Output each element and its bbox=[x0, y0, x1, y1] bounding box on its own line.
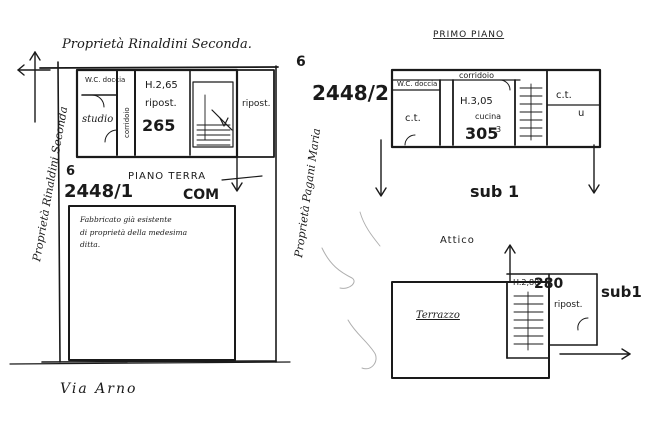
sub-label: sub1 bbox=[601, 283, 642, 301]
parcel-number: 2448/1 bbox=[64, 181, 133, 202]
terrazzo-label: Terrazzo bbox=[416, 310, 460, 321]
existing-building-outline bbox=[68, 205, 236, 361]
ripost-annex-outline bbox=[236, 69, 275, 158]
attic-plan: Attico H.2,80 280 sub1 Terrazzo ripost. bbox=[391, 235, 642, 379]
u-label: u bbox=[578, 108, 584, 119]
studio-label: studio bbox=[82, 114, 113, 125]
ripost-label: ripost. bbox=[242, 99, 271, 109]
first-floor-plan: PRIMO PIANO W.C. doccia corridoio c.t. H… bbox=[375, 30, 602, 201]
com-label: COM bbox=[183, 187, 219, 203]
street-name: Via Arno bbox=[60, 381, 137, 397]
floor-title: PRIMO PIANO bbox=[433, 30, 504, 40]
ground-floor-plan: Proprietà Rinaldini Seconda. Proprietà R… bbox=[9, 37, 389, 397]
faint-stamp-marks bbox=[321, 211, 381, 370]
height-label: H.3,05 bbox=[460, 96, 493, 107]
arrow-icon bbox=[221, 149, 263, 192]
cucina-label: cucina bbox=[475, 112, 501, 121]
height-label: H.2,65 bbox=[145, 80, 178, 91]
note-line: ditta. bbox=[80, 240, 100, 249]
arrow-icon bbox=[559, 348, 631, 360]
ripost-label: ripost. bbox=[554, 300, 583, 310]
arrow-icon bbox=[375, 139, 387, 197]
wc-doccia-label: W.C. doccia bbox=[397, 80, 437, 88]
property-boundary-bottom bbox=[41, 360, 277, 363]
owner-top-label: Proprietà Rinaldini Seconda. bbox=[61, 37, 252, 52]
stair-first bbox=[519, 83, 543, 141]
property-boundary-top bbox=[39, 66, 279, 69]
area-label-superscript: 3 bbox=[496, 125, 501, 134]
arrow-icon bbox=[588, 144, 600, 194]
height-label: H.2,80 bbox=[513, 278, 539, 287]
parcel-number: 6 bbox=[296, 54, 306, 70]
note-line: di proprietà della medesima bbox=[80, 228, 187, 237]
owner-right-label: Proprietà Pagani Maria bbox=[292, 127, 323, 259]
parcel-number: 2448/2 bbox=[312, 81, 389, 105]
corridoio-label: corridoio bbox=[123, 107, 131, 138]
arrow-icon bbox=[504, 244, 516, 283]
note-line: Fabbricato già esistente bbox=[79, 215, 172, 224]
sub-label: sub 1 bbox=[470, 182, 519, 201]
ct-label: c.t. bbox=[556, 90, 572, 101]
street-line bbox=[9, 361, 291, 365]
property-boundary-left bbox=[57, 61, 61, 363]
building-outline-first bbox=[390, 68, 602, 149]
wc-doccia-label: W.C. doccia bbox=[85, 76, 125, 84]
ct-label: c.t. bbox=[405, 113, 421, 124]
ripost-label: ripost. bbox=[145, 98, 177, 109]
corridoio-label: corridoio bbox=[459, 71, 494, 80]
parcel-number: 6 bbox=[66, 164, 75, 179]
area-label: 280 bbox=[534, 276, 563, 292]
floor-title: PIANO TERRA bbox=[128, 171, 206, 182]
area-label: 265 bbox=[142, 116, 175, 135]
floor-title: Attico bbox=[440, 235, 475, 246]
arrow-icon bbox=[17, 51, 51, 123]
stair-ground bbox=[192, 81, 234, 148]
area-label: 305 bbox=[465, 124, 498, 143]
stair-attic bbox=[513, 291, 544, 351]
